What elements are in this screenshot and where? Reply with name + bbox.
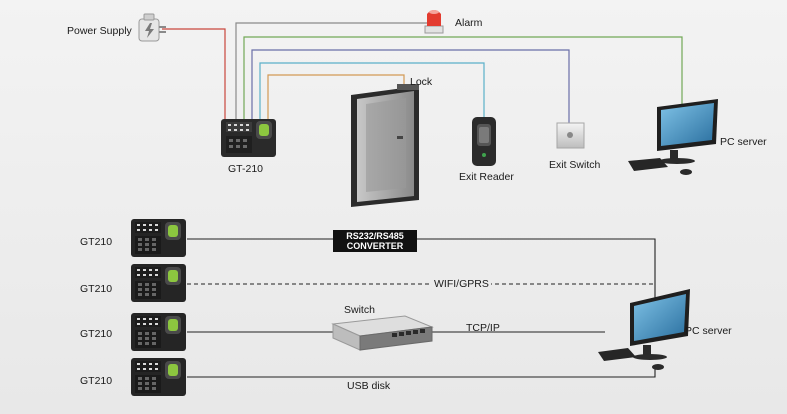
gt210-device-4 bbox=[131, 358, 186, 396]
wifi-gprs-label: WIFI/GPRS bbox=[432, 278, 491, 290]
alarm-icon bbox=[424, 10, 444, 34]
door-illustration bbox=[351, 84, 419, 207]
gt210-device-stack bbox=[131, 219, 186, 396]
exit-switch-label: Exit Switch bbox=[549, 159, 601, 171]
pc-server-top-icon bbox=[628, 99, 718, 175]
gt210-label-2: GT210 bbox=[80, 283, 113, 295]
gt210-label-1: GT210 bbox=[80, 236, 113, 248]
gt210-label-4: GT210 bbox=[80, 375, 113, 387]
exit-reader-wire bbox=[259, 62, 485, 119]
rs232-rs485-converter-box: RS232/RS485 CONVERTER bbox=[333, 230, 417, 252]
pc-wire bbox=[243, 36, 683, 119]
converter-line2: CONVERTER bbox=[346, 241, 404, 251]
gt210-top-label: GT-210 bbox=[228, 163, 264, 175]
exit-switch-wire bbox=[251, 49, 570, 123]
usb-disk-label: USB disk bbox=[347, 380, 391, 392]
gt210-device-1 bbox=[131, 219, 186, 257]
lock-wire bbox=[267, 74, 405, 119]
power-supply-label: Power Supply bbox=[67, 25, 132, 37]
gt210-device-3 bbox=[131, 313, 186, 351]
power-wire bbox=[162, 28, 226, 119]
tcpip-label: TCP/IP bbox=[466, 322, 500, 334]
pc-server-bottom-label: PC server bbox=[685, 325, 732, 337]
usb-line bbox=[187, 365, 656, 378]
pc-server-top-label: PC server bbox=[720, 136, 767, 148]
gt210-label-3: GT210 bbox=[80, 328, 113, 340]
network-switch-icon bbox=[331, 315, 434, 351]
exit-reader-label: Exit Reader bbox=[459, 171, 514, 183]
exit-reader-icon bbox=[472, 117, 496, 166]
rs485-line bbox=[187, 238, 656, 303]
gt210-device-2 bbox=[131, 264, 186, 302]
converter-line1: RS232/RS485 bbox=[346, 231, 404, 241]
alarm-wire bbox=[235, 22, 433, 119]
switch-label: Switch bbox=[344, 304, 375, 316]
lock-label: Lock bbox=[410, 76, 433, 88]
pc-server-bottom-icon bbox=[598, 289, 690, 370]
alarm-label: Alarm bbox=[455, 17, 483, 29]
top-wires bbox=[162, 22, 683, 123]
exit-switch-icon bbox=[556, 122, 585, 149]
power-supply-icon bbox=[138, 13, 166, 42]
bottom-wires bbox=[187, 238, 656, 378]
gt210-device-top bbox=[221, 119, 276, 157]
